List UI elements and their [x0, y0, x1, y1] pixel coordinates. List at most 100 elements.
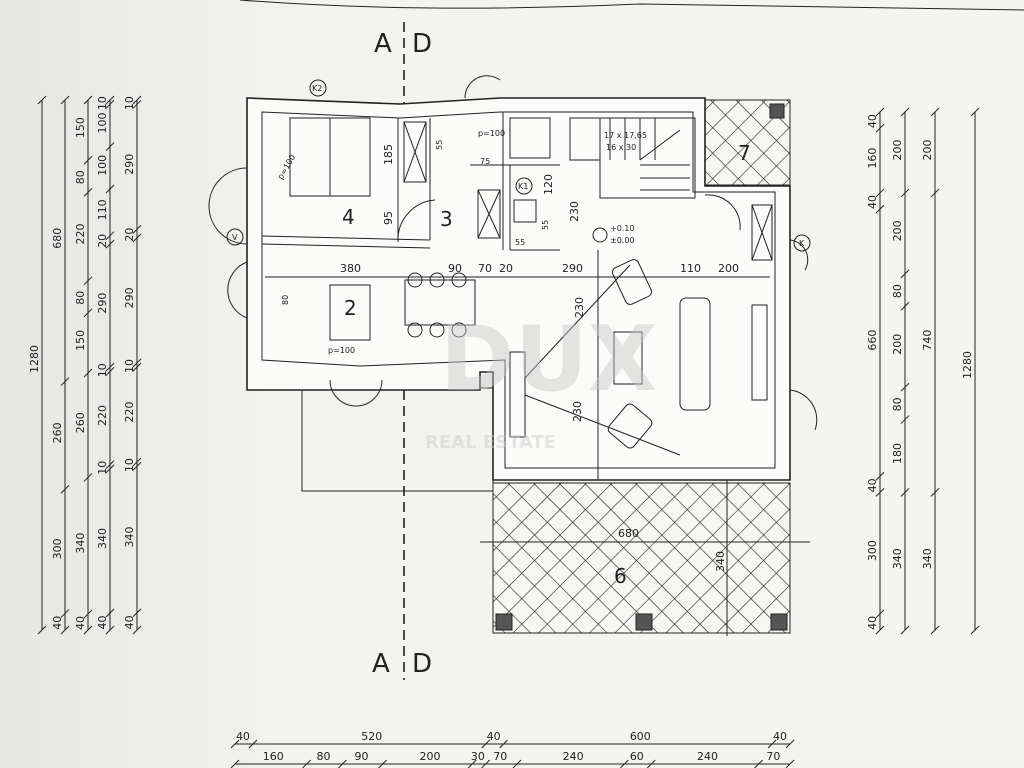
watermark-tagline: REAL ESTATE — [425, 432, 556, 453]
bottom-dim-1-label: 160 — [263, 750, 284, 763]
dim-230-c: 230 — [568, 201, 581, 222]
room-3-label: 3 — [440, 207, 453, 231]
level-upper: +0.10 — [610, 224, 635, 233]
left-dim-2-label: 260 — [74, 412, 87, 433]
right-dim-1-label: 80 — [891, 397, 904, 411]
left-dim-3-label: 20 — [96, 234, 109, 248]
dim-80: 80 — [281, 295, 290, 305]
right-dim-0-label: 660 — [866, 330, 879, 351]
left-dim-2-label: 80 — [74, 170, 87, 184]
top-dimension-line — [239, 0, 1024, 11]
bottom-dim-1-label: 200 — [419, 750, 440, 763]
left-dim-0-label: 1280 — [28, 345, 41, 373]
level-marker-icon — [592, 227, 608, 243]
dim-680: 680 — [618, 527, 639, 540]
room-4-label: 4 — [342, 205, 355, 229]
left-dim-2-label: 150 — [74, 330, 87, 351]
right-dim-1-label: 180 — [891, 443, 904, 464]
dim-290: 290 — [562, 262, 583, 275]
room-6-label: 6 — [614, 564, 627, 588]
watermark-logo: DUX — [440, 307, 657, 412]
left-dim-4-label: 10 — [123, 458, 136, 472]
interior-dimensions: 185 p=100 95 380 90 70 20 290 110 200 23… — [276, 129, 810, 636]
table-2 — [329, 284, 371, 341]
dining-table — [404, 279, 476, 326]
left-dim-2-label: 40 — [74, 616, 87, 630]
bottom-dim-0-label: 600 — [630, 730, 651, 743]
left-dim-2-label: 150 — [74, 117, 87, 138]
bottom-dim-0-label: 40 — [236, 730, 250, 743]
left-dim-3-label: 10 — [96, 96, 109, 110]
right-dim-0-label: 40 — [866, 114, 879, 128]
dim-95: 95 — [382, 211, 395, 225]
left-dim-4-label: 10 — [123, 359, 136, 373]
coffee-table — [613, 331, 643, 385]
terrace-pillars — [495, 103, 788, 631]
right-dim-0-label: 300 — [866, 540, 879, 561]
marker-k2: K2 — [312, 84, 322, 93]
left-dim-1-label: 680 — [51, 228, 64, 249]
sideboard — [751, 304, 768, 401]
bottom-dim-1-label: 90 — [355, 750, 369, 763]
bottom-dim-0-label: 40 — [773, 730, 787, 743]
left-dim-3-label: 110 — [96, 199, 109, 220]
dim-20: 20 — [499, 262, 513, 275]
dim-340: 340 — [714, 551, 727, 572]
tv-unit — [509, 351, 526, 438]
left-dim-3-label: 100 — [96, 112, 109, 133]
bottom-dim-1-label: 80 — [317, 750, 331, 763]
dim-door-bath: p=100 — [478, 129, 505, 138]
right-dim-1-label: 80 — [891, 284, 904, 298]
left-dim-4-label: 10 — [123, 96, 136, 110]
dim-380: 380 — [340, 262, 361, 275]
room-2-label: 2 — [344, 296, 357, 320]
right-dim-0-label: 40 — [866, 616, 879, 630]
left-dim-1-label: 300 — [51, 538, 64, 559]
right-dim-2-label: 340 — [921, 548, 934, 569]
armchair-top — [612, 259, 652, 305]
left-dim-2-label: 80 — [74, 291, 87, 305]
left-dim-4-label: 290 — [123, 154, 136, 175]
right-dim-0-label: 40 — [866, 478, 879, 492]
bottom-dim-1-label: 70 — [766, 750, 780, 763]
terrace-6 — [492, 482, 791, 634]
dim-55-c: 55 — [515, 238, 525, 247]
bottom-dim-0-label: 40 — [487, 730, 501, 743]
right-dim-2-label: 740 — [921, 330, 934, 351]
left-dim-2-label: 340 — [74, 533, 87, 554]
left-dim-2-label: 220 — [74, 224, 87, 245]
right-dim-2-label: 200 — [921, 139, 934, 160]
doors — [208, 75, 818, 431]
left-dim-4-label: 340 — [123, 527, 136, 548]
furniture — [265, 117, 770, 480]
left-dim-4-label: 20 — [123, 228, 136, 242]
bottom-dim-1-label: 240 — [563, 750, 584, 763]
staircase — [599, 117, 696, 199]
left-dim-3-label: 290 — [96, 293, 109, 314]
dim-75: 75 — [480, 157, 490, 166]
marker-v: V — [232, 233, 238, 242]
bottom-dim-1-label: 70 — [493, 750, 507, 763]
marker-k1: K1 — [518, 182, 528, 191]
marker-k: K — [799, 239, 805, 248]
bottom-dim-1-label: 30 — [471, 750, 485, 763]
left-dim-1-label: 40 — [51, 616, 64, 630]
bottom-dim-1-label: 240 — [697, 750, 718, 763]
dim-55-a: 55 — [435, 140, 444, 150]
left-dim-3-label: 10 — [96, 461, 109, 475]
dim-230-a: 230 — [573, 297, 586, 318]
room-7-label: 7 — [738, 141, 751, 165]
section-mark-d-top: D — [412, 29, 432, 59]
dim-120: 120 — [542, 174, 555, 195]
dim-90: 90 — [448, 262, 462, 275]
dim-230-b: 230 — [571, 401, 584, 422]
right-dim-1-label: 340 — [891, 548, 904, 569]
left-dim-4-label: 40 — [123, 615, 136, 629]
left-dim-3-label: 340 — [96, 528, 109, 549]
dimension-chains: 1280680260300401508022080150260340401010… — [28, 95, 980, 768]
bottom-dim-0-label: 520 — [361, 730, 382, 743]
dim-110: 110 — [680, 262, 701, 275]
left-dim-4-label: 290 — [123, 287, 136, 308]
section-mark-a-top: A — [374, 29, 392, 59]
